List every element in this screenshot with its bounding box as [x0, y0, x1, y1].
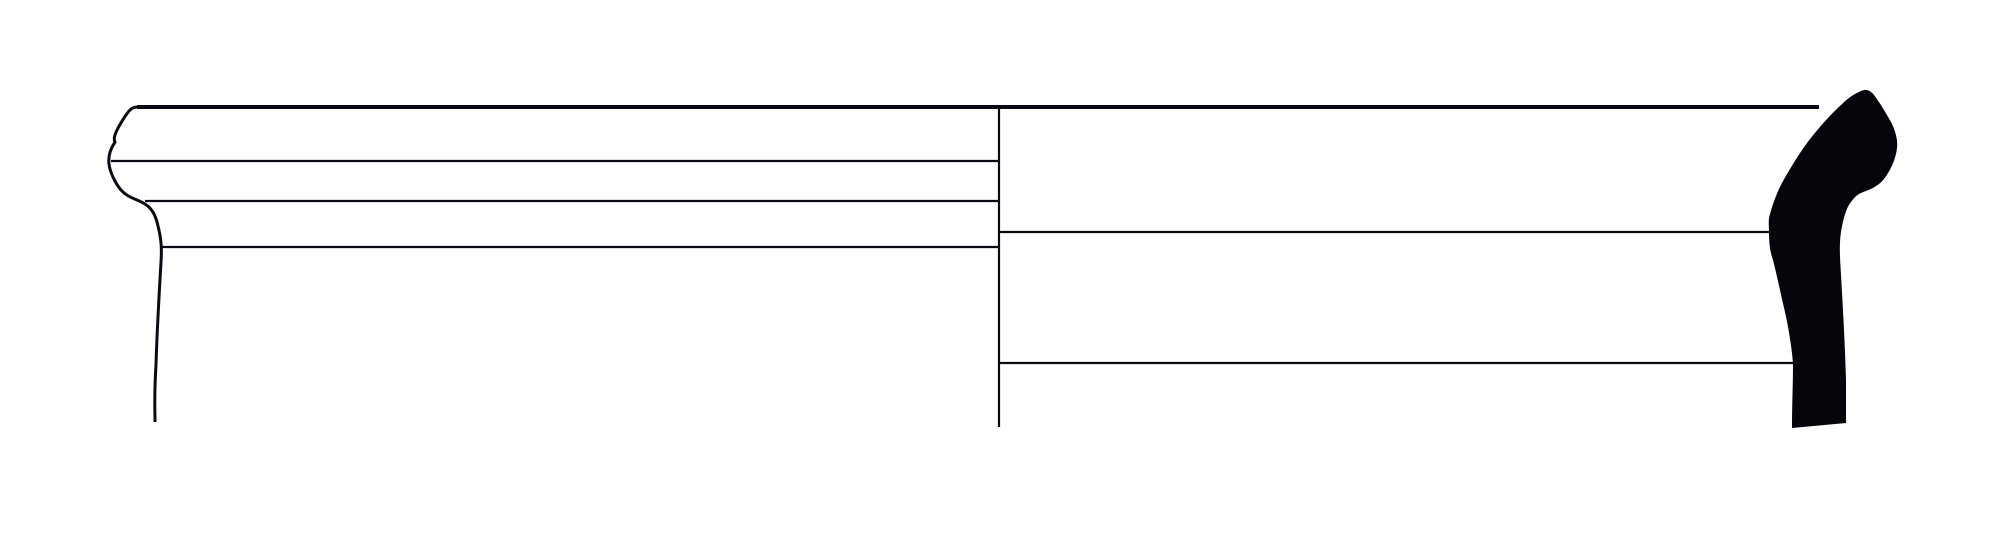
- section-profile: [1768, 90, 1898, 429]
- exterior-outline: [107, 105, 163, 423]
